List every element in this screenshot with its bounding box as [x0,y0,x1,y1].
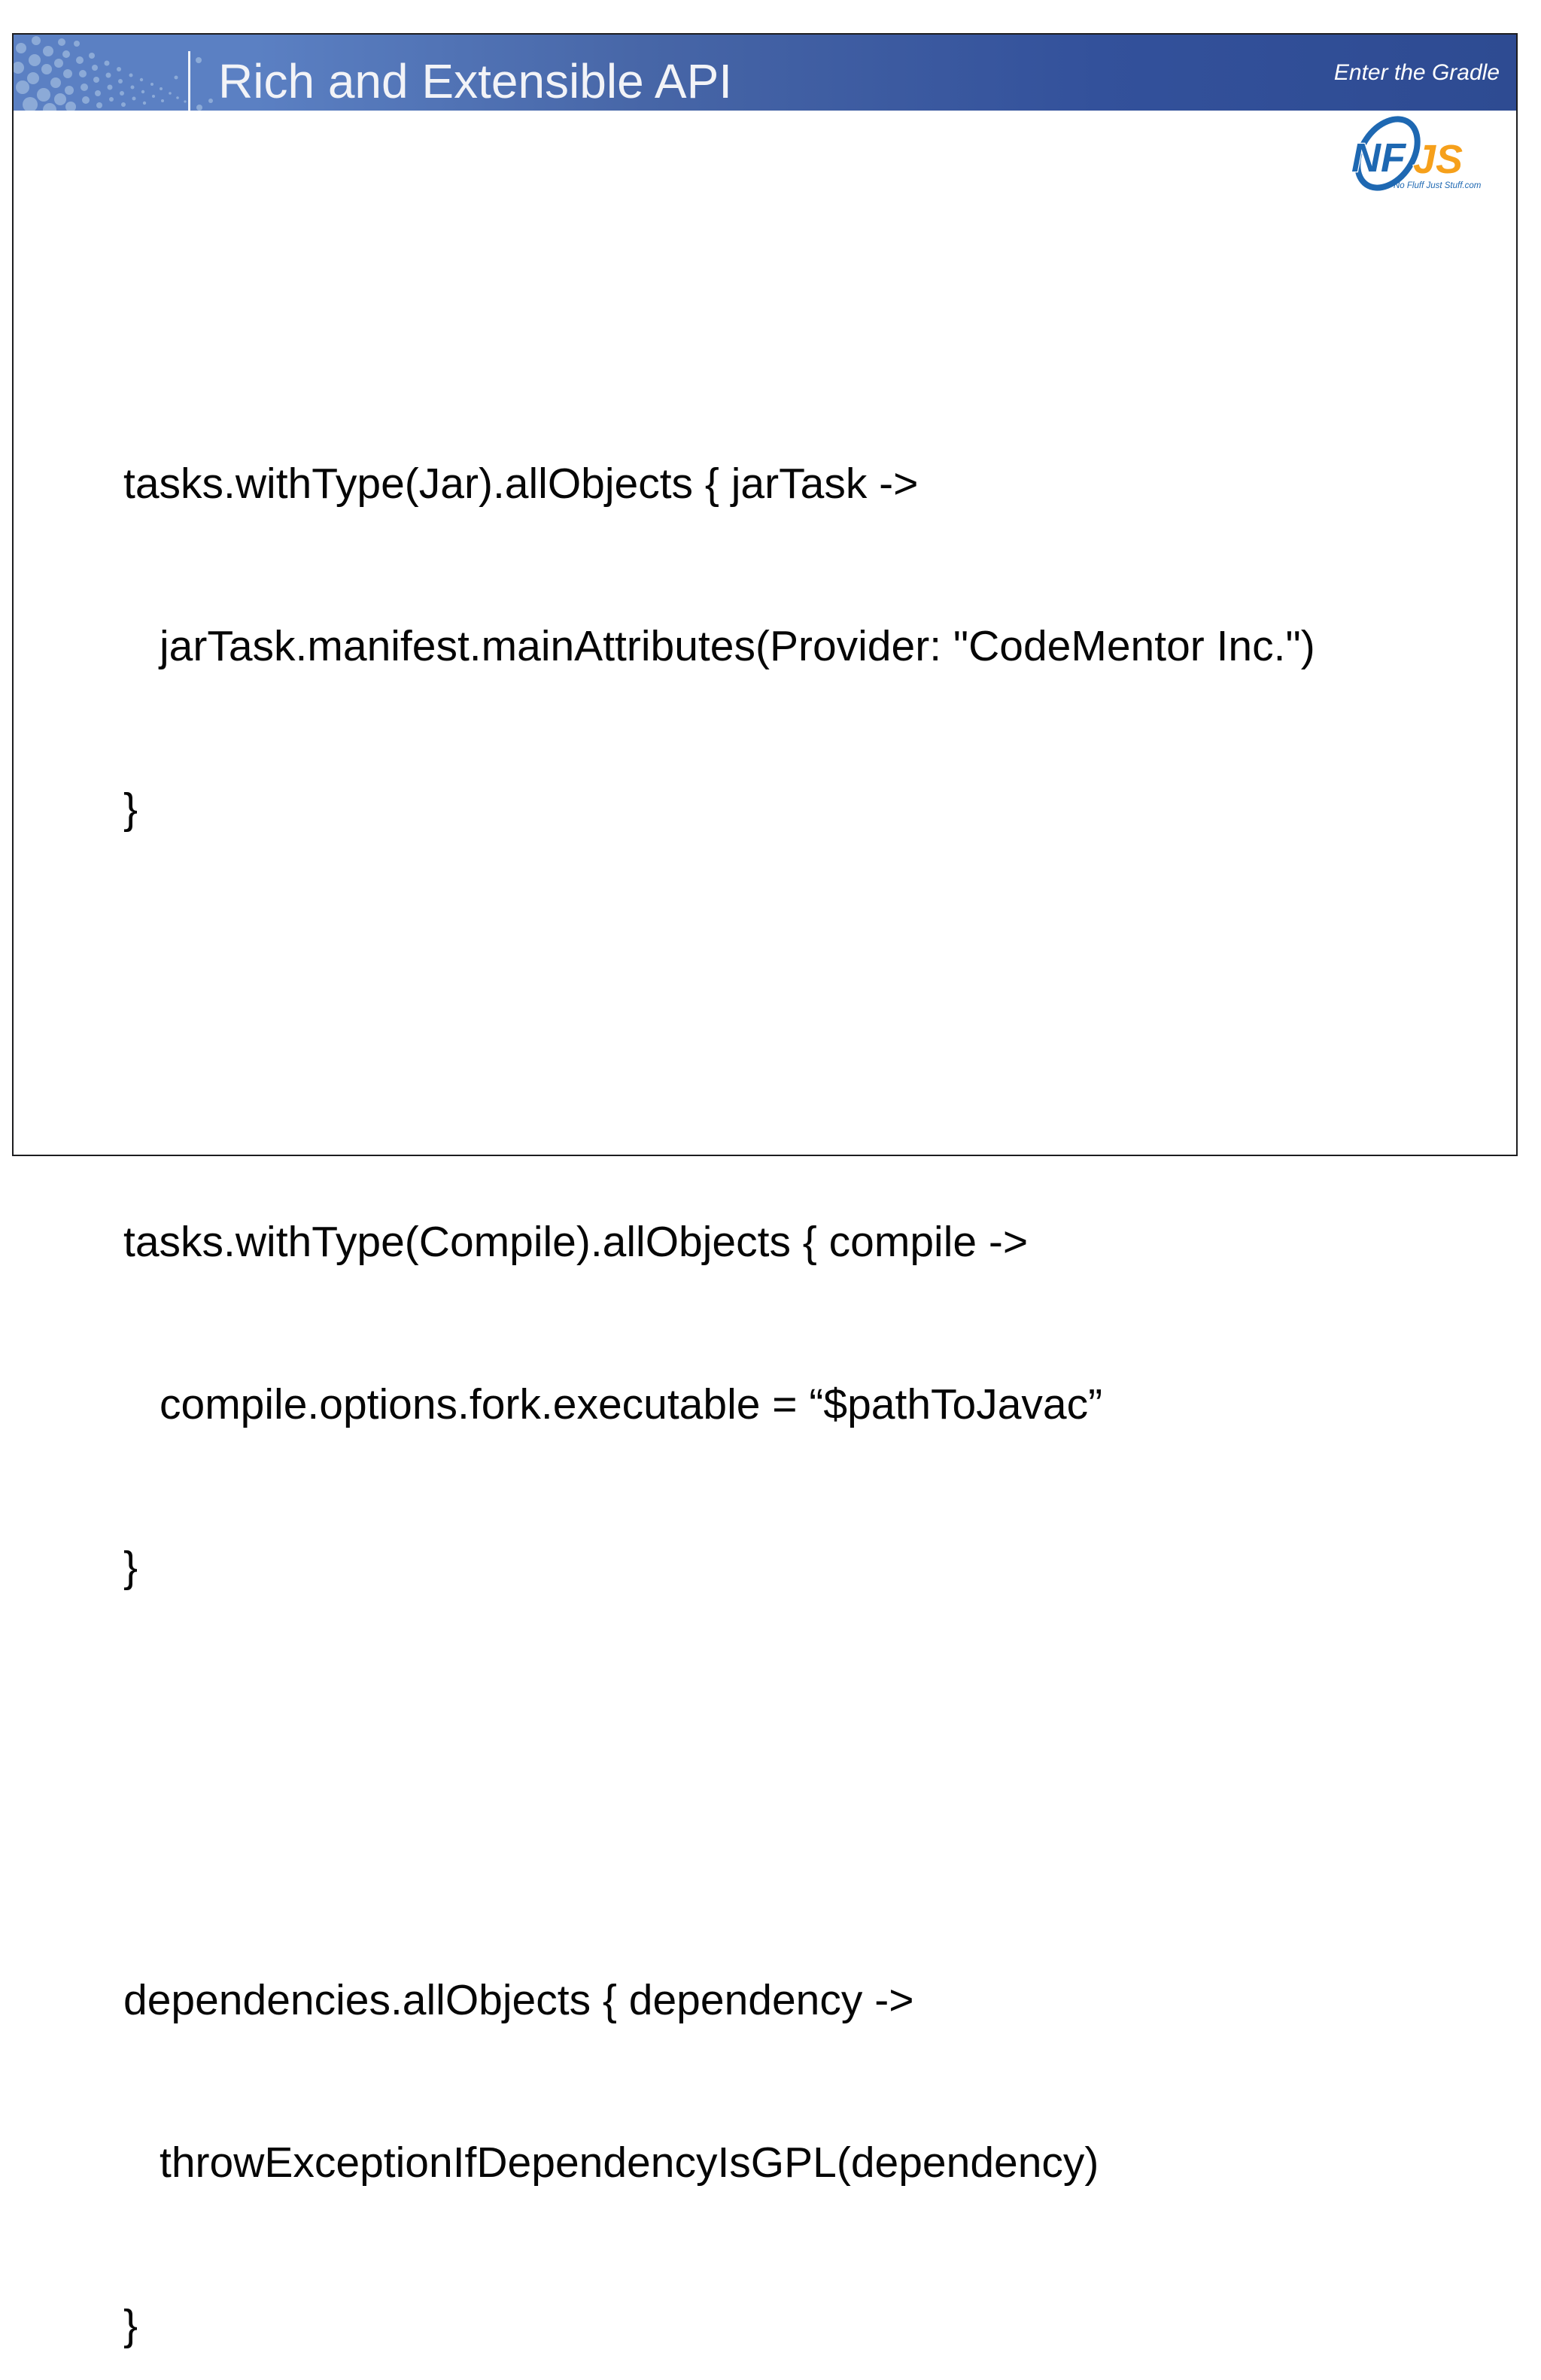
logo-swoosh-icon [1354,116,1421,191]
logo-nf-text: NF [1351,135,1407,181]
code-line: jarTask.manifest.mainAttributes(Provider… [160,622,1315,670]
code-line: tasks.withType(Compile).allObjects { com… [123,1218,1029,1266]
bubbles-decoration-icon [14,36,213,111]
code-line: throwExceptionIfDependencyIsGPL(dependen… [160,2139,1099,2187]
code-line: compile.options.fork.executable = “$path… [160,1380,1103,1428]
code-line: tasks.withType(Jar).allObjects { jarTask… [123,460,919,508]
code-line: dependencies.allObjects { dependency -> [123,1976,914,2024]
code-line: } [123,1543,138,1591]
page: Rich and Extensible API Enter the Gradle… [12,33,1518,2349]
code-line: } [123,2301,138,2349]
nfjs-logo: NF JS No Fluff Just Stuff.com [1350,114,1482,197]
header-divider [188,51,190,111]
code-line: } [123,785,138,833]
logo-js-text: JS [1413,137,1463,182]
code-area: tasks.withType(Jar).allObjects { jarTask… [123,240,1315,2380]
slide-header: Rich and Extensible API Enter the Gradle [14,35,1516,111]
slide: Rich and Extensible API Enter the Gradle… [12,33,1518,2349]
code-block-jar: tasks.withType(Jar).allObjects { jarTask… [123,348,1315,944]
header-subtitle: Enter the Gradle [1333,60,1500,85]
page-title: Rich and Extensible API [218,54,733,108]
code-block-dependencies: dependencies.allObjects { dependency -> … [123,1865,1315,2380]
code-block-compile: tasks.withType(Compile).allObjects { com… [123,1107,1315,1702]
logo-tagline: No Fluff Just Stuff.com [1394,181,1482,190]
